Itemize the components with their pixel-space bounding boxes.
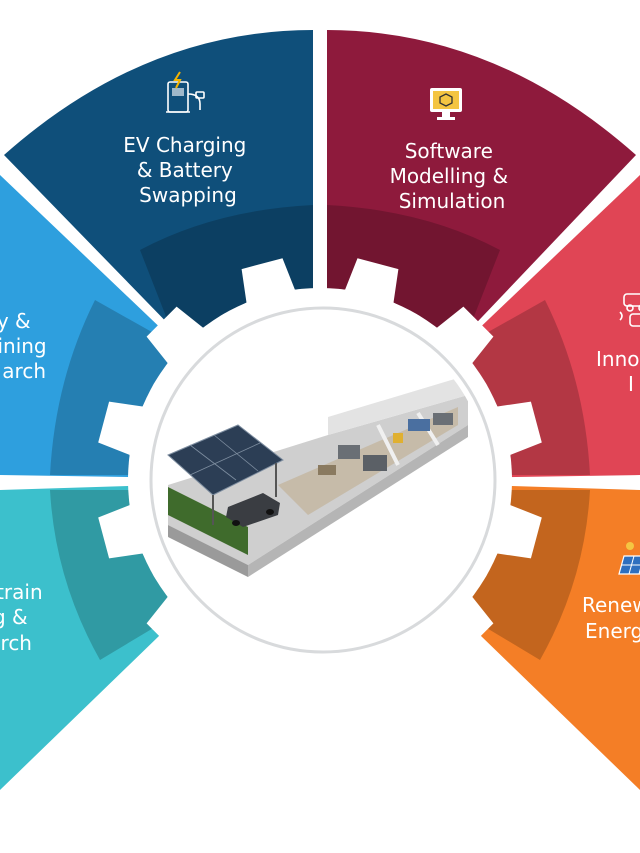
ev-charger-icon bbox=[166, 71, 205, 113]
segment-software-label: Software Modelling & Simulation bbox=[390, 139, 515, 213]
solar-panel-icon bbox=[618, 542, 640, 575]
computer-cube-icon bbox=[430, 88, 462, 120]
segment-ev-label: EV Charging & Battery Swapping bbox=[123, 133, 252, 207]
car-network-icon bbox=[619, 293, 640, 327]
segment-battery-label: ry & ining arch bbox=[0, 309, 53, 383]
segment-powertrain-label: train g & rch bbox=[0, 580, 49, 655]
ev-lab-illustration bbox=[158, 315, 488, 645]
hub-ring bbox=[149, 306, 497, 654]
segment-renewable-label: Renew Energ bbox=[582, 593, 640, 643]
segment-innovation-label: Inno I bbox=[596, 347, 640, 396]
